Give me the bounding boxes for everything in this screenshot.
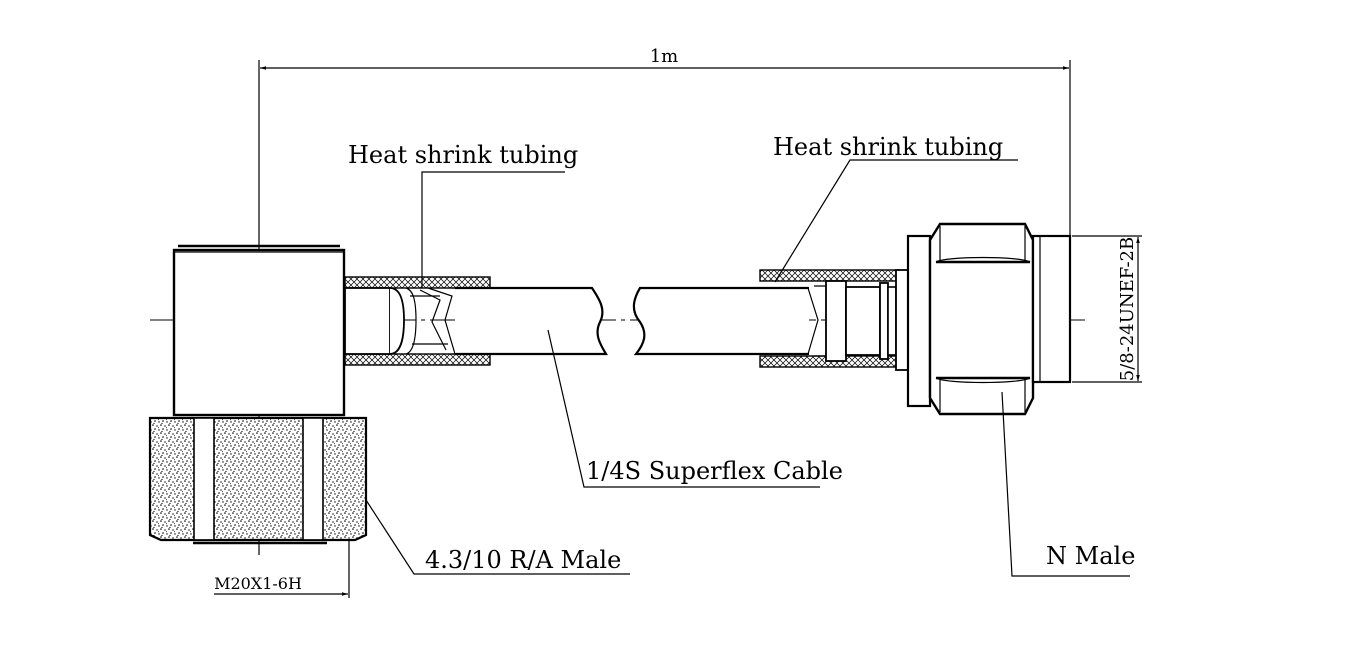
connector-left-body (172, 244, 346, 417)
length-dimension-text: 1m (650, 46, 679, 67)
cable-left-segment (455, 286, 608, 356)
connector-right-hex-nut (906, 222, 1072, 416)
label-connector-left-text: 4.3/10 R/A Male (425, 546, 621, 574)
label-heat-shrink-right-text: Heat shrink tubing (773, 133, 1003, 161)
thread-dimension-left-text: M20X1-6H (214, 574, 302, 593)
label-connector-right: N Male (1001, 391, 1135, 577)
label-cable-text: 1/4S Superflex Cable (586, 457, 843, 485)
label-heat-shrink-left-text: Heat shrink tubing (348, 141, 578, 169)
label-connector-right-text: N Male (1046, 542, 1135, 570)
thread-dimension-right: 5/8-24UNEF-2B (1072, 235, 1142, 383)
cable-right-segment (632, 286, 809, 356)
thread-dimension-left: M20X1-6H (214, 540, 350, 598)
label-cable: 1/4S Superflex Cable (547, 329, 843, 488)
label-connector-left: 4.3/10 R/A Male (365, 499, 630, 575)
heat-shrink-left (344, 276, 491, 366)
coupling-nut-left (148, 416, 368, 545)
thread-dimension-right-text: 5/8-24UNEF-2B (1117, 237, 1138, 381)
heat-shrink-right (759, 269, 909, 371)
label-heat-shrink-right: Heat shrink tubing (773, 133, 1018, 283)
label-heat-shrink-left: Heat shrink tubing (348, 141, 578, 288)
